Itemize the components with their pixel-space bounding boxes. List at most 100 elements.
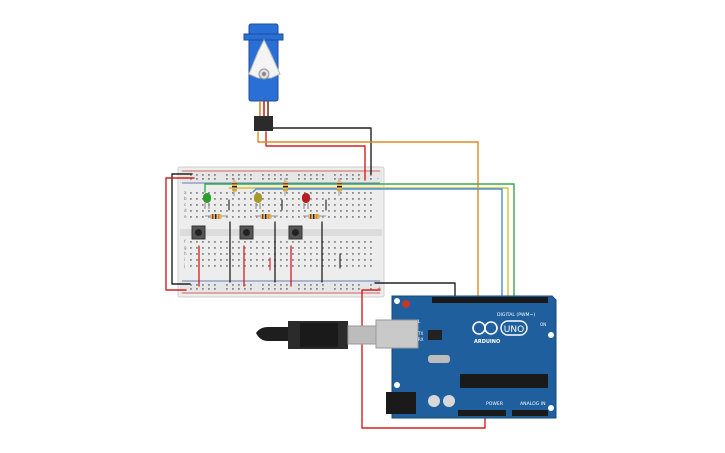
breadboard-hole	[274, 204, 276, 206]
usb-cable[interactable]	[256, 321, 377, 349]
wires	[165, 127, 515, 429]
led-red[interactable]	[302, 193, 310, 209]
breadboard-hole	[244, 204, 246, 206]
breadboard-hole	[316, 241, 318, 243]
breadboard-hole	[202, 198, 204, 200]
breadboard-hole	[304, 178, 306, 180]
breadboard-hole	[220, 204, 222, 206]
breadboard-hole	[310, 174, 312, 176]
breadboard-hole	[214, 288, 216, 290]
breadboard-hole	[202, 204, 204, 206]
breadboard-hole	[244, 288, 246, 290]
breadboard-hole	[304, 253, 306, 255]
breadboard-hole	[328, 198, 330, 200]
breadboard-hole	[256, 216, 258, 218]
breadboard-hole	[286, 265, 288, 267]
breadboard-hole	[292, 247, 294, 249]
breadboard-hole	[250, 247, 252, 249]
breadboard-hole	[292, 198, 294, 200]
breadboard-hole	[358, 288, 360, 290]
breadboard-hole	[286, 174, 288, 176]
breadboard-hole	[244, 259, 246, 261]
breadboard-hole	[334, 288, 336, 290]
breadboard-hole	[370, 265, 372, 267]
breadboard-hole	[190, 204, 192, 206]
breadboard-hole	[352, 265, 354, 267]
breadboard-hole	[244, 210, 246, 212]
breadboard-hole	[358, 216, 360, 218]
breadboard-hole	[214, 178, 216, 180]
breadboard-hole	[352, 174, 354, 176]
breadboard-hole	[358, 204, 360, 206]
breadboard-hole	[346, 259, 348, 261]
l-label: L	[418, 319, 421, 324]
mount-hole	[548, 332, 554, 338]
breadboard-hole	[274, 284, 276, 286]
led-yellow[interactable]	[254, 193, 262, 209]
breadboard-hole	[334, 247, 336, 249]
breadboard-hole	[208, 265, 210, 267]
breadboard-hole	[262, 253, 264, 255]
breadboard-hole	[322, 204, 324, 206]
breadboard-hole	[280, 241, 282, 243]
breadboard-hole	[190, 288, 192, 290]
breadboard-hole	[262, 174, 264, 176]
pushbutton-3[interactable]	[288, 225, 303, 240]
breadboard-hole	[274, 174, 276, 176]
breadboard-hole	[322, 265, 324, 267]
breadboard-holes	[190, 174, 372, 290]
capacitor	[428, 395, 440, 407]
mount-hole	[548, 405, 554, 411]
breadboard-hole	[334, 259, 336, 261]
breadboard-hole	[196, 284, 198, 286]
mount-hole	[394, 382, 400, 388]
resistor-icon	[303, 214, 326, 219]
breadboard-hole	[286, 259, 288, 261]
breadboard-hole	[274, 178, 276, 180]
breadboard-hole	[286, 192, 288, 194]
breadboard-hole	[322, 210, 324, 212]
breadboard-hole	[298, 253, 300, 255]
resistors[interactable]	[205, 178, 342, 219]
breadboard-hole	[208, 178, 210, 180]
led-green[interactable]	[203, 193, 211, 209]
pushbutton-2[interactable]	[239, 225, 254, 240]
breadboard-hole	[232, 288, 234, 290]
breadboard-hole	[310, 192, 312, 194]
breadboard-hole	[226, 216, 228, 218]
breadboard-hole	[316, 174, 318, 176]
reset-button-icon[interactable]	[402, 300, 410, 308]
breadboard-hole	[214, 259, 216, 261]
breadboard-hole	[238, 216, 240, 218]
breadboard-hole	[292, 210, 294, 212]
breadboard-hole	[208, 259, 210, 261]
servo-motor[interactable]	[243, 23, 284, 131]
breadboard-hole	[334, 265, 336, 267]
breadboard-hole	[346, 174, 348, 176]
breadboard-hole	[268, 192, 270, 194]
breadboard-hole	[316, 288, 318, 290]
breadboard-hole	[292, 192, 294, 194]
digital-label: DIGITAL (PWM~)	[497, 312, 535, 318]
breadboard-hole	[280, 247, 282, 249]
arduino-uno[interactable]: UNO ARDUINO DIGITAL (PWM~) POWER ANALOG …	[375, 295, 557, 419]
breadboard-hole	[190, 247, 192, 249]
breadboard-hole	[352, 216, 354, 218]
breadboard-hole	[298, 192, 300, 194]
breadboard-hole	[214, 210, 216, 212]
breadboard-hole	[250, 265, 252, 267]
breadboard-hole	[322, 192, 324, 194]
breadboard-hole	[358, 198, 360, 200]
pushbutton-1[interactable]	[191, 225, 206, 240]
breadboard-hole	[244, 198, 246, 200]
breadboard-hole	[196, 216, 198, 218]
breadboard-hole	[190, 216, 192, 218]
breadboard-hole	[298, 284, 300, 286]
breadboard-hole	[304, 174, 306, 176]
breadboard-hole	[328, 241, 330, 243]
breadboard-hole	[370, 216, 372, 218]
breadboard-hole	[310, 210, 312, 212]
breadboard-hole	[196, 174, 198, 176]
breadboard-hole	[370, 284, 372, 286]
